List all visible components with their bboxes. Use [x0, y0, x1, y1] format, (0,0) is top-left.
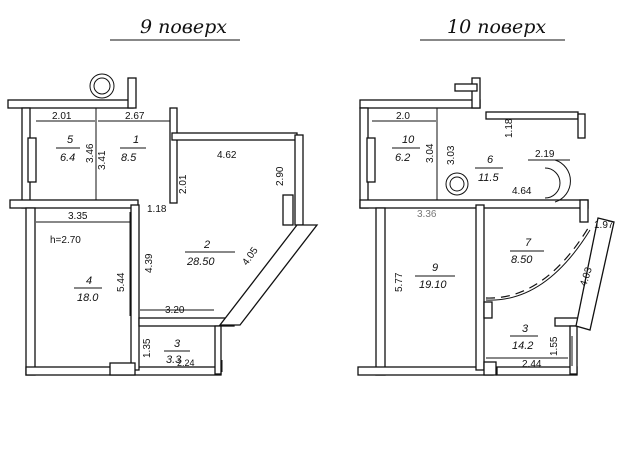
wall [294, 134, 304, 226]
wall [127, 77, 137, 109]
window [27, 137, 37, 183]
wall [171, 132, 298, 141]
wall [471, 77, 481, 109]
room-10-area: 6.2 [395, 152, 410, 164]
room-3-number: 3 [522, 323, 529, 335]
dim-label: 1.18 [147, 204, 167, 215]
room-9-number: 9 [432, 262, 438, 274]
wall [25, 207, 36, 376]
dim-label: 3.36 [417, 209, 437, 220]
wall [485, 111, 579, 120]
wall [214, 325, 222, 375]
dim-label: 3.46 [85, 143, 96, 163]
dim-label: 4.05 [240, 245, 260, 268]
room-9-area: 19.10 [419, 279, 447, 291]
stair-column [445, 172, 469, 196]
wall [475, 204, 485, 371]
dim-label: 5.44 [116, 272, 127, 292]
room-6-number: 6 [487, 154, 494, 166]
spiral-stair [554, 159, 571, 203]
wall [579, 199, 589, 223]
wall [357, 366, 494, 376]
door-frame [483, 301, 493, 319]
room-1-number: 1 [133, 134, 139, 146]
wall [7, 99, 134, 109]
stair-column [89, 73, 115, 99]
dim-label: 2.01 [52, 111, 72, 122]
wall [359, 199, 589, 209]
dim-label: 2.90 [275, 166, 286, 186]
room-7-area: 8.50 [511, 254, 533, 266]
dim-label: 2.19 [535, 149, 555, 160]
room-4-area: 18.0 [77, 292, 99, 304]
dim-label: 3.20 [165, 305, 185, 316]
room-5-area: 6.4 [60, 152, 75, 164]
room-10-number: 10 [402, 134, 415, 146]
room-1-area: 8.5 [121, 152, 137, 164]
door-frame [109, 362, 136, 376]
wall [9, 199, 139, 209]
room-5-number: 5 [67, 134, 74, 146]
wall [130, 204, 140, 371]
partition-arc [485, 224, 591, 299]
dim-label: 4.64 [512, 186, 532, 197]
stair-column-inner [449, 176, 465, 192]
dim-label: 3.03 [446, 145, 457, 165]
room-7-number: 7 [525, 237, 532, 249]
dim-label: 4.62 [217, 150, 237, 161]
dim-label: 1.97 [594, 220, 614, 231]
room-6-area: 11.5 [478, 172, 499, 184]
dim-label: 2.67 [125, 111, 145, 122]
wall [359, 99, 481, 109]
wall [375, 207, 386, 376]
wall-diagonal [575, 217, 615, 331]
wall-diagonal [218, 224, 319, 326]
dim-label: 2.44 [522, 359, 542, 370]
dim-label: 3.41 [97, 150, 108, 170]
dim-label: 2.0 [396, 111, 410, 122]
room-3-number: 3 [174, 338, 181, 350]
dim-label: 2.01 [178, 174, 189, 194]
floor-9-title: 9 поверх [140, 16, 227, 38]
floor-10-plan: 10 поверх 10 6.2 6 11.5 [357, 16, 615, 376]
dim-label: 3.04 [425, 143, 436, 163]
dim-label: 1.55 [549, 336, 560, 356]
stair-column-inner [93, 77, 111, 95]
dim-label: 1.35 [142, 338, 153, 358]
wall [569, 325, 578, 375]
door-frame [483, 361, 497, 376]
spiral-stair [544, 167, 561, 199]
room-2-number: 2 [203, 239, 210, 251]
dim-label: 1.18 [504, 118, 515, 138]
floor-9-plan: 9 поверх 5 6.4 1 8.5 2 28.50 4 [7, 16, 319, 376]
dim-label: 2.24 [177, 358, 195, 368]
floor-10-title: 10 поверх [447, 16, 546, 38]
wall [454, 83, 478, 92]
room-2-area: 28.50 [186, 256, 215, 268]
ceiling-height-note: h=2.70 [50, 235, 81, 246]
partition-arc [485, 229, 591, 301]
window [282, 194, 294, 226]
window [366, 137, 376, 183]
room-3-area: 3.3 [166, 354, 182, 366]
room-4-number: 4 [86, 275, 92, 287]
dim-label: 3.35 [68, 211, 88, 222]
wall [169, 107, 178, 204]
room-3-area: 14.2 [512, 340, 533, 352]
wall [577, 113, 586, 139]
dim-label: 5.77 [394, 272, 405, 292]
dim-label: 4.39 [144, 253, 155, 273]
